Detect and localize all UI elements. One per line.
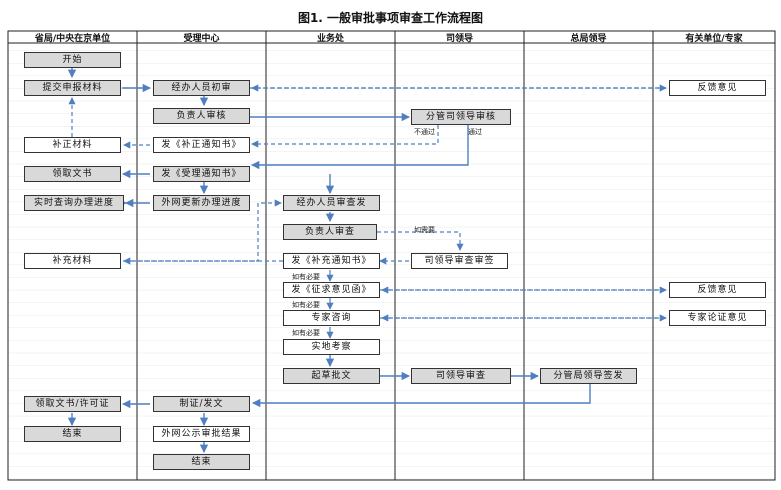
node-receive-license: 领取文书/许可证: [24, 396, 121, 412]
lane-header-province: 省局/中央在京单位: [34, 33, 111, 44]
edge-label-if-needed-1: 如需要: [414, 226, 435, 234]
node-update-progress: 外网更新办理进度: [153, 195, 250, 211]
node-check-progress: 实时查询办理进度: [24, 195, 124, 211]
node-draft-approval: 起草批文: [283, 368, 380, 384]
node-initial-review: 经办人员初审: [153, 80, 250, 96]
node-dept-leader-sign: 司领导审查审签: [411, 253, 508, 269]
node-supplement-notice: 发《补正通知书》: [153, 137, 250, 153]
lane-header-bureau-leader: 总局领导: [570, 33, 607, 44]
node-start: 开始: [24, 52, 121, 68]
lane-header-experts: 有关单位/专家: [685, 33, 743, 44]
node-acceptance-notice: 发《受理通知书》: [153, 166, 250, 182]
node-dept-leader-review: 分管司领导审核: [411, 109, 511, 125]
node-expert-consult: 专家咨询: [283, 310, 380, 326]
node-submit-materials: 提交申报材料: [24, 80, 121, 96]
node-end-1: 结束: [24, 426, 121, 442]
node-bureau-leader-sign: 分管局领导签发: [540, 368, 637, 384]
edge-label-pass: 通过: [468, 128, 482, 136]
node-expert-opinion: 专家论证意见: [669, 310, 766, 326]
node-add-materials: 补充材料: [24, 253, 121, 269]
lane-header-dept-leader: 司领导: [445, 33, 473, 44]
node-site-inspection: 实地考察: [283, 339, 380, 355]
node-end-2: 结束: [153, 454, 250, 470]
node-responsible-examine: 负责人审查: [283, 224, 377, 240]
edge-label-not-pass: 不通过: [414, 128, 435, 136]
node-supplement-notice-2: 发《补充通知书》: [283, 253, 380, 269]
node-receive-document: 领取文书: [24, 166, 121, 182]
node-opinion-letter: 发《征求意见函》: [283, 282, 380, 298]
lane-header-business-dept: 业务处: [316, 33, 344, 44]
node-feedback-1: 反馈意见: [669, 80, 766, 96]
node-feedback-2: 反馈意见: [669, 282, 766, 298]
node-publish-result: 外网公示审批结果: [153, 426, 250, 442]
node-dept-leader-examine: 司领导审查: [411, 368, 511, 384]
node-responsible-review: 负责人审核: [153, 108, 250, 124]
node-staff-examine: 经办人员审查发: [283, 195, 380, 211]
node-supplement-materials: 补正材料: [24, 137, 121, 153]
edge-label-if-needed-3: 如有必要: [292, 301, 320, 309]
diagram-title: 图1. 一般审批事项审查工作流程图: [297, 11, 484, 25]
lane-header-acceptance-center: 受理中心: [183, 33, 220, 44]
edge-label-if-needed-4: 如有必要: [292, 329, 320, 337]
node-make-issue: 制证/发文: [153, 396, 250, 412]
edge-label-if-needed-2: 如有必要: [292, 273, 320, 281]
